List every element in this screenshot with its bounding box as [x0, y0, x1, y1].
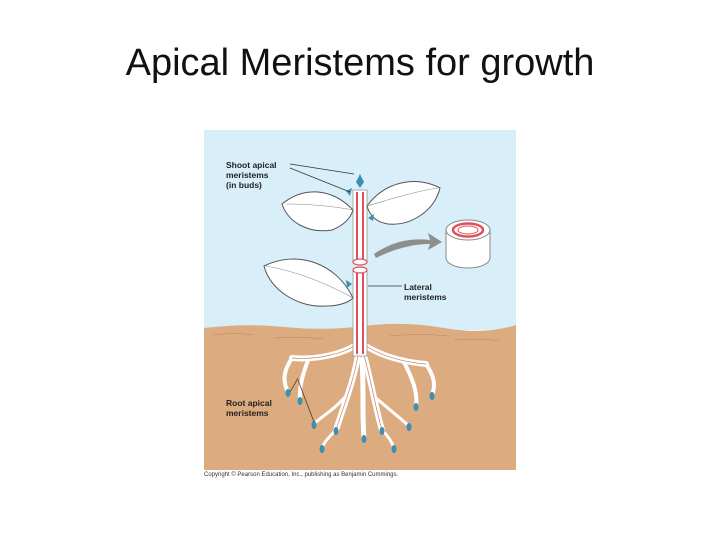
- shoot-bud-meristems: [346, 174, 374, 288]
- upper-stem: [352, 189, 368, 266]
- soil-texture: [213, 333, 500, 342]
- plant-diagram: Shoot apical meristems (in buds) Lateral…: [204, 130, 516, 470]
- lateral-label-line-1: Lateral: [404, 282, 432, 292]
- shoot-label-line-1: Shoot apical: [226, 160, 277, 170]
- slide-title: Apical Meristems for growth: [125, 42, 595, 84]
- lower-stem: [352, 266, 368, 357]
- right-upper-leaf: [366, 181, 441, 225]
- copyright-notice: Copyright © Pearson Education, Inc., pub…: [204, 472, 399, 478]
- soil-background: [204, 323, 516, 470]
- leaves: [263, 181, 441, 307]
- root-tip-meristems: [285, 389, 435, 453]
- stem-cross-section: [445, 219, 491, 269]
- left-upper-leaf: [281, 191, 354, 232]
- left-lower-leaf: [263, 258, 354, 307]
- cross-section-arrow: [374, 233, 442, 258]
- lateral-label-line-2: meristems: [404, 292, 447, 302]
- lateral-meristems-label: Lateral meristems: [404, 282, 447, 302]
- shoot-apical-meristems-label: Shoot apical meristems (in buds): [226, 160, 277, 190]
- leaf-veins: [265, 187, 439, 299]
- root-label-line-2: meristems: [226, 408, 269, 418]
- plant-diagram-art: [204, 130, 516, 470]
- label-leader-lines: [289, 163, 402, 423]
- root-apical-meristems-label: Root apical meristems: [226, 398, 272, 418]
- root-label-line-1: Root apical: [226, 398, 272, 408]
- shoot-label-line-3: (in buds): [226, 180, 262, 190]
- shoot-label-line-2: meristems: [226, 170, 269, 180]
